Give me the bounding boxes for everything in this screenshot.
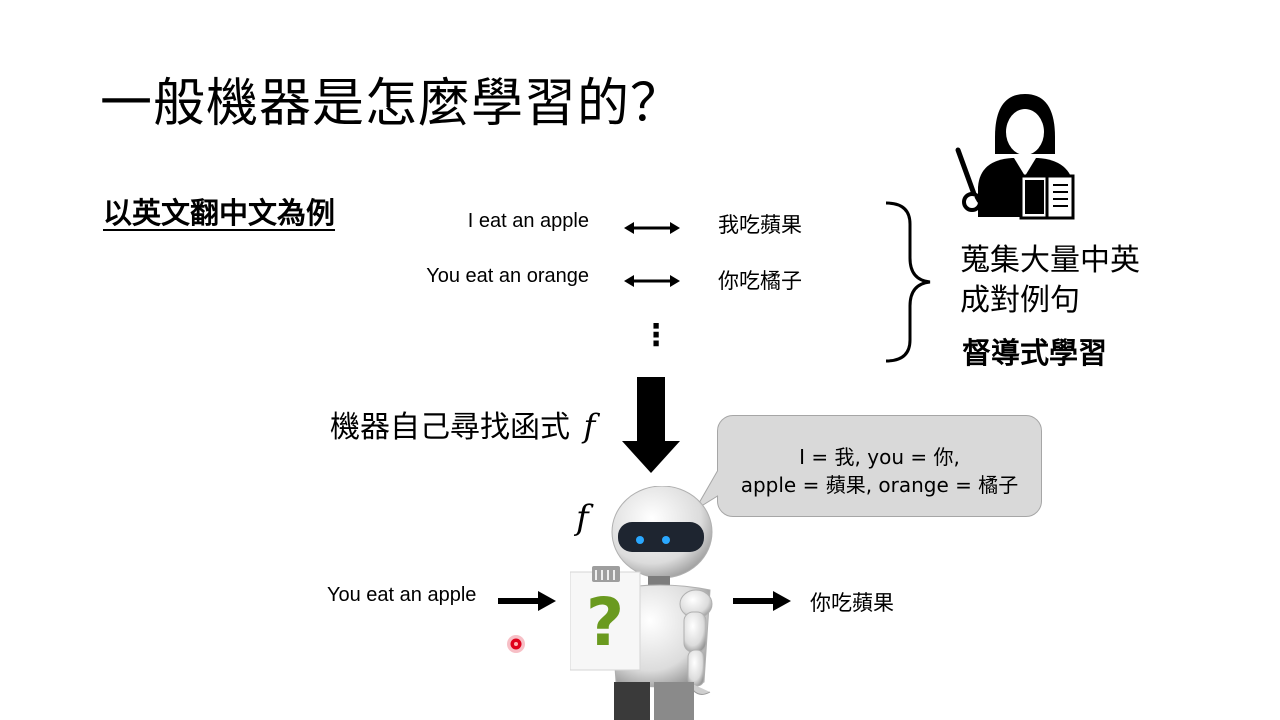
collect-line-1: 蒐集大量中英 xyxy=(960,243,1140,278)
pair-2-english: You eat an orange xyxy=(426,265,589,287)
output-sentence: 你吃蘋果 xyxy=(810,591,894,615)
input-arrow-icon xyxy=(498,591,556,611)
machine-find-function-text: 機器自己尋找函式 f xyxy=(330,402,595,446)
output-arrow-icon xyxy=(733,591,791,611)
pair-2-chinese: 你吃橘子 xyxy=(718,269,802,293)
supervised-learning-label: 督導式學習 xyxy=(962,336,1108,370)
down-arrow-icon xyxy=(622,377,680,473)
subtitle: 以英文翻中文為例 xyxy=(103,196,336,230)
collect-examples-note: 蒐集大量中英 成對例句 xyxy=(960,241,1140,321)
collect-line-2: 成對例句 xyxy=(960,283,1080,318)
bubble-line-2: apple = 蘋果, orange = 橘子 xyxy=(740,473,1019,497)
page-title: 一般機器是怎麼學習的？ xyxy=(100,74,684,134)
speech-bubble xyxy=(717,415,1042,517)
double-arrow-icon xyxy=(624,222,680,234)
question-mark-sign: ? xyxy=(585,584,625,661)
pair-1-chinese: 我吃蘋果 xyxy=(718,213,802,237)
robot-icon xyxy=(570,486,713,720)
pair-1-english: I eat an apple xyxy=(467,210,589,232)
machine-find-label: 機器自己尋找函式 xyxy=(330,410,570,445)
robot-function-label: f xyxy=(576,498,589,538)
laser-pointer-dot xyxy=(507,635,525,653)
function-symbol: f xyxy=(583,407,596,445)
ellipsis: ⋮ xyxy=(641,318,671,353)
curly-brace xyxy=(885,201,931,363)
double-arrow-icon xyxy=(624,275,680,287)
teacher-icon xyxy=(955,94,1075,220)
bubble-line-1: I = 我, you = 你, xyxy=(799,445,960,469)
input-sentence: You eat an apple xyxy=(327,584,477,606)
